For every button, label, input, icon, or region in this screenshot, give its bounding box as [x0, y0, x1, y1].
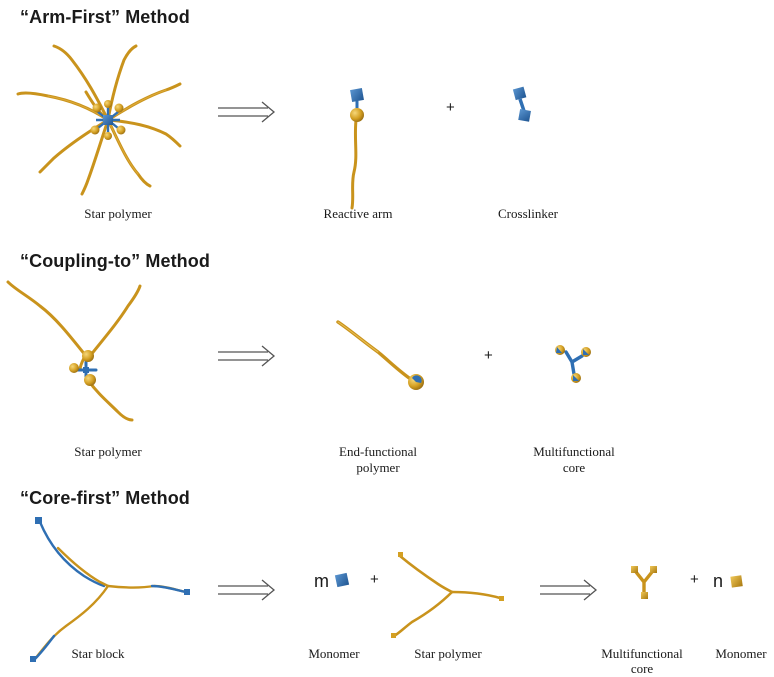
core-first-plus-1: + [370, 571, 379, 588]
coupling-to-plus: + [484, 347, 493, 364]
multifunctional-caption-line2: core [562, 460, 586, 475]
monomer-count-m: m [314, 571, 329, 591]
arm-first-star-caption: Star polymer [84, 206, 152, 221]
multifunctional-core-caption-line1: Multifunctional [601, 646, 683, 661]
monomer-count-n: n [713, 571, 724, 591]
multifunctional-core-gold-graphic [631, 566, 657, 599]
retrosynthesis-arrow-icon [218, 345, 276, 367]
monomer-blue-graphic [334, 572, 350, 588]
retrosynthesis-arrow-icon [218, 101, 276, 123]
star-block-graphic [30, 517, 190, 662]
retrosynthesis-arrow-icon [218, 579, 276, 601]
monomer-gold-graphic [730, 575, 743, 588]
reactive-arm-graphic [350, 88, 364, 210]
multifunctional-caption-line1: Multifunctional [533, 444, 615, 459]
crosslinker-caption: Crosslinker [498, 206, 558, 221]
end-functional-caption-line2: polymer [356, 460, 400, 475]
coupling-to-title: “Coupling-to” Method [20, 251, 210, 271]
retrosynthesis-arrow-icon [540, 579, 598, 601]
star-polymer-graphic [391, 552, 504, 638]
star-polymer-caption: Star polymer [414, 646, 482, 661]
multifunctional-core-graphic [555, 345, 591, 383]
arm-first-plus: + [446, 99, 455, 116]
monomer-caption-1: Monomer [308, 646, 360, 661]
core-first-plus-2: + [690, 571, 699, 588]
arm-first-title: “Arm-First” Method [20, 7, 190, 27]
core-first-title: “Core-first” Method [20, 488, 190, 508]
multifunctional-core-caption-line2: core [630, 661, 654, 676]
end-functional-polymer-graphic [336, 320, 424, 390]
arm-first-star-polymer [16, 44, 182, 196]
end-functional-caption-line1: End-functional [339, 444, 417, 459]
monomer-caption-2: Monomer [715, 646, 767, 661]
coupling-to-star-caption: Star polymer [74, 444, 142, 459]
star-block-caption: Star block [71, 646, 125, 661]
coupling-to-star-polymer [6, 280, 142, 422]
crosslinker-graphic [512, 86, 531, 122]
reactive-arm-caption: Reactive arm [323, 206, 393, 221]
